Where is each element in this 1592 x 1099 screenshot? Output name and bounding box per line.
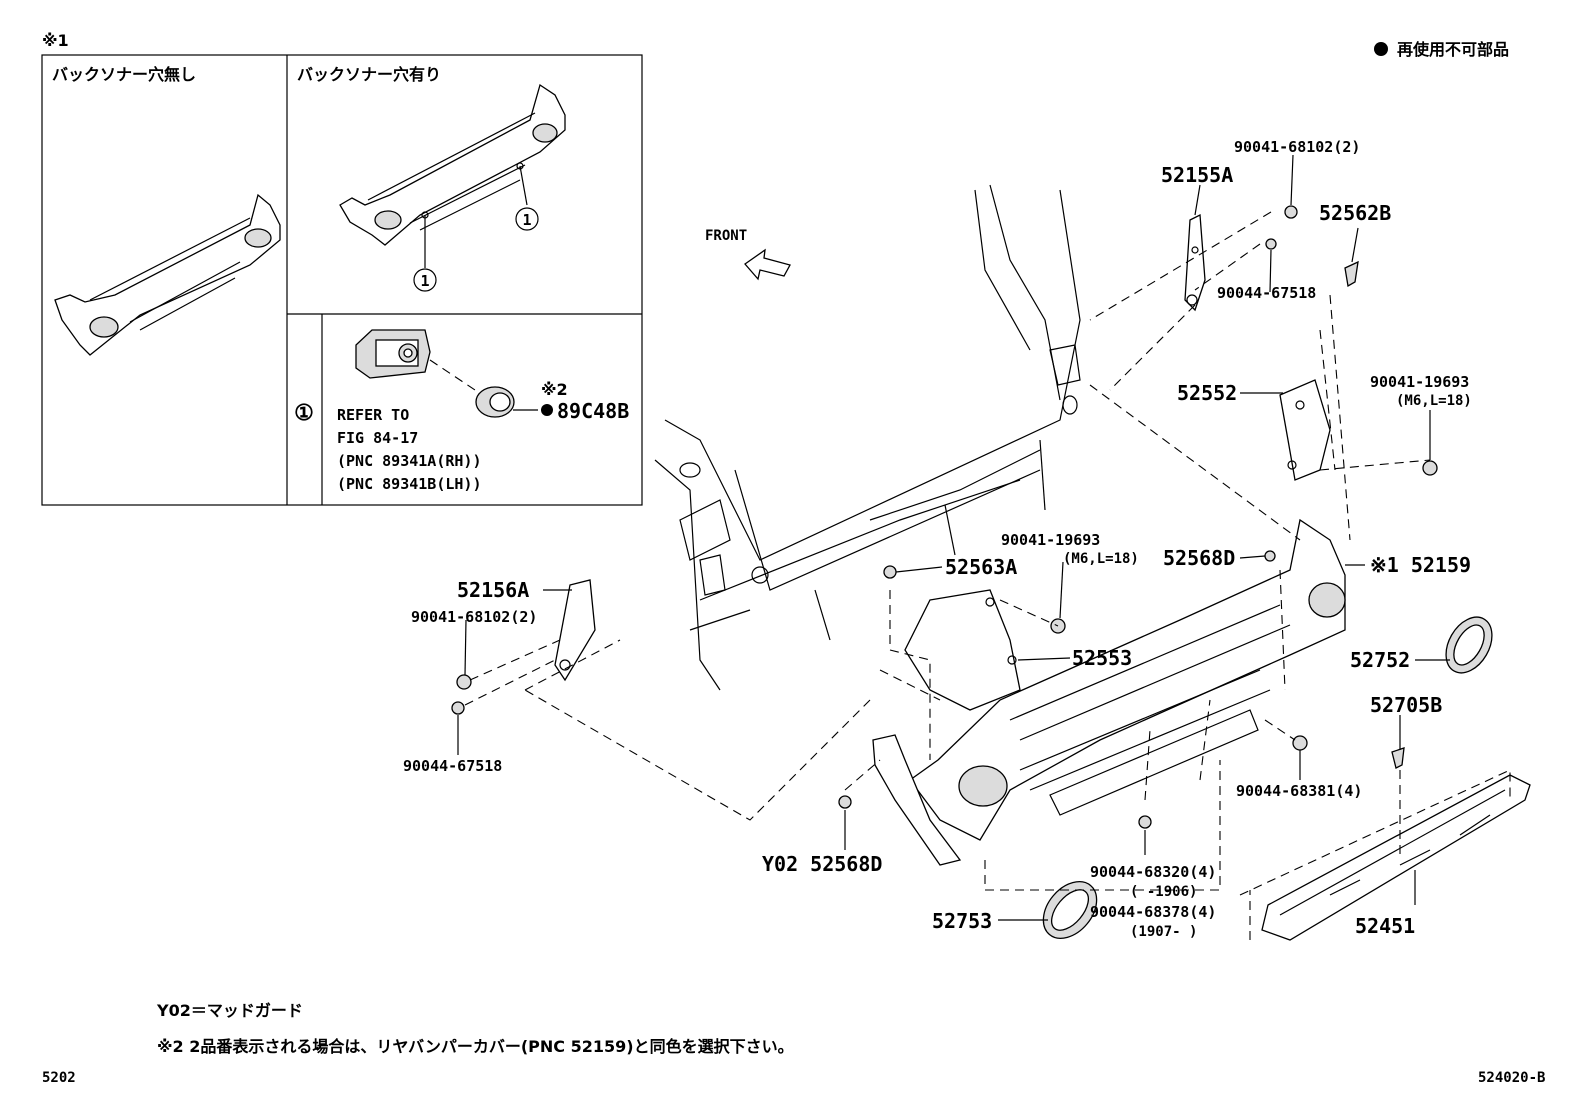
inset-circled-ref: ①	[294, 401, 314, 426]
callout-52156a: 52156A	[457, 578, 529, 602]
fastener-icons	[451, 205, 1438, 829]
callout-90041-19693-right: 90041-19693	[1370, 373, 1469, 391]
bracket-52155a-illustration	[1184, 213, 1206, 312]
callout-90041-19693-mid: 90041-19693	[1001, 531, 1100, 549]
callout-90044-68320-sub: ( -1906)	[1130, 884, 1197, 900]
circled-1-lower	[413, 268, 437, 292]
inset-part-89c48b: 89C48B	[557, 399, 629, 423]
body-structure-illustration	[654, 184, 1081, 691]
callout-y02-52568d: Y02 52568D	[762, 852, 882, 876]
callout-52451: 52451	[1355, 914, 1415, 938]
front-label: FRONT	[705, 228, 747, 244]
front-arrow-icon	[744, 248, 791, 281]
bumper-no-sonar-illustration	[54, 193, 281, 356]
callout-90044-68378: 90044-68378(4)	[1090, 903, 1216, 921]
callout-52568d-top: 52568D	[1163, 546, 1235, 570]
refer-line-3: (PNC 89341A(RH))	[337, 452, 482, 470]
legend-text: 再使用不可部品	[1397, 40, 1509, 59]
mudguard-illustration	[872, 734, 962, 866]
reflector-52752-illustration	[1445, 616, 1493, 674]
non-reusable-dot-89c48b	[541, 404, 553, 416]
reflector-52753-illustration	[1042, 881, 1098, 939]
circled-1-lower-text: 1	[420, 272, 429, 290]
page-number-right: 524020-B	[1478, 1070, 1545, 1086]
callout-90041-19693-mid-sub: (M6,L=18)	[1063, 551, 1139, 567]
footer-note-y02: Y02＝マッドガード	[156, 1001, 303, 1020]
inset-right-title: バックソナー穴有り	[297, 65, 441, 84]
footer-note-2: ※2 2品番表示される場合は、リヤバンパーカバー(PNC 52159)と同色を選…	[157, 1037, 794, 1056]
callout-90041-68102-top: 90041-68102(2)	[1234, 138, 1360, 156]
assembly-dashed-lines	[464, 211, 1511, 940]
inset-note2-mark: ※2	[541, 380, 568, 399]
callout-52705b: 52705B	[1370, 693, 1442, 717]
refer-line-1: REFER TO	[337, 406, 409, 424]
callout-52562b: 52562B	[1319, 201, 1391, 225]
extension-52553-illustration	[904, 589, 1021, 711]
callout-90044-67518-left: 90044-67518	[403, 757, 502, 775]
bracket-52156a-illustration	[554, 579, 596, 682]
leader-lines	[457, 154, 1450, 921]
bumper-with-sonar-illustration	[339, 83, 566, 268]
circled-1-upper-text: 1	[522, 211, 531, 229]
circled-1-upper	[515, 207, 539, 231]
callout-52155a: 52155A	[1161, 163, 1233, 187]
callout-52563a: 52563A	[945, 555, 1017, 579]
refer-line-2: FIG 84-17	[337, 429, 418, 447]
callout-52753: 52753	[932, 909, 992, 933]
refer-line-4: (PNC 89341B(LH))	[337, 475, 482, 493]
callout-52553: 52553	[1072, 646, 1132, 670]
sonar-sensor-illustration	[355, 329, 538, 418]
callout-90041-19693-right-sub: (M6,L=18)	[1396, 393, 1472, 409]
inset-left-title: バックソナー穴無し	[52, 65, 196, 84]
callout-90041-68102-left: 90041-68102(2)	[411, 608, 537, 626]
legend-dot-icon	[1374, 42, 1388, 56]
page-number-left: 5202	[42, 1070, 76, 1086]
rear-bumper-cover-illustration	[909, 518, 1346, 841]
callout-90044-68320: 90044-68320(4)	[1090, 863, 1216, 881]
callout-52159: ※1 52159	[1370, 553, 1471, 577]
callout-90044-68378-sub: (1907- )	[1130, 924, 1197, 940]
extension-52552-illustration	[1279, 379, 1331, 481]
callout-52752: 52752	[1350, 648, 1410, 672]
inset-box: 1 1	[41, 54, 643, 506]
inset-mark: ※1	[42, 31, 69, 50]
callout-52552: 52552	[1177, 381, 1237, 405]
callout-90044-68381: 90044-68381(4)	[1236, 782, 1362, 800]
callout-90044-67518-top: 90044-67518	[1217, 284, 1316, 302]
